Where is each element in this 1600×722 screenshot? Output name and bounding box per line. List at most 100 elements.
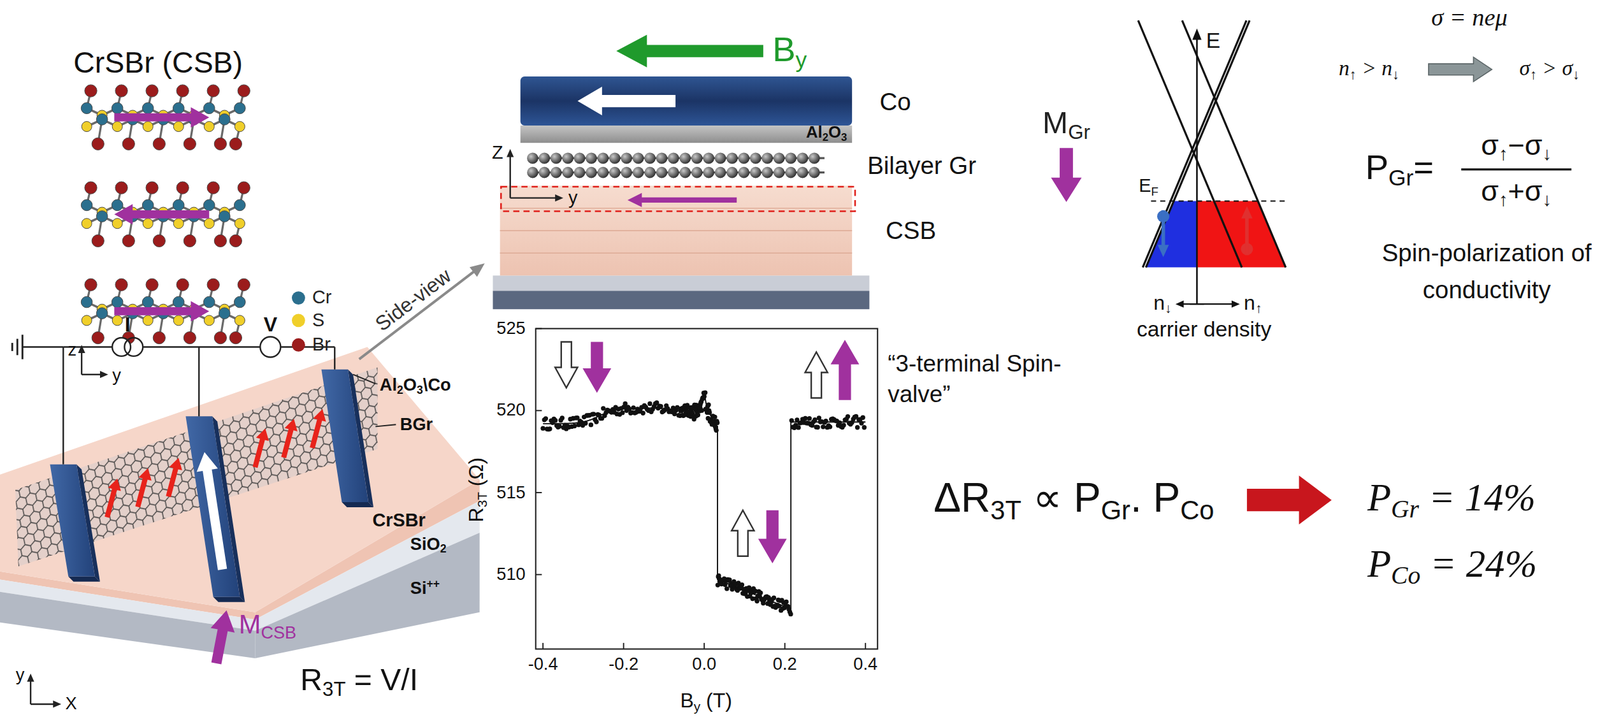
cobalt-electrode: [185, 416, 240, 597]
cobalt-state-arrow: [731, 510, 754, 557]
layer-label: Al2O3\Co: [379, 375, 452, 397]
crsbr-layer-part: [84, 278, 97, 291]
device-axes-part: [29, 680, 32, 705]
crsbr-layer-part: [122, 234, 135, 247]
data-point: [789, 418, 794, 423]
spin-valve-plot: [535, 328, 878, 650]
crsbr-layer-part: [115, 181, 128, 194]
band-diagram-part: [1245, 217, 1249, 255]
data-point: [593, 419, 599, 424]
data-point: [630, 405, 636, 410]
crsbr-layer-part: [80, 102, 93, 115]
graphene-row-part: [761, 166, 773, 179]
side-view-stack: [492, 34, 870, 310]
electrode-side: [341, 502, 374, 508]
graphene-row-part: [797, 166, 809, 179]
crsbr-layer-part: [173, 121, 184, 132]
plot-frame: [535, 328, 878, 650]
fermi-level-label: EF: [1138, 175, 1159, 199]
data-point: [706, 402, 711, 408]
graphene-row-part: [679, 152, 692, 164]
crsbr-layer-part: [96, 307, 108, 320]
axis-label: E: [1206, 28, 1221, 54]
crsbr-layer-part: [183, 137, 196, 150]
axis-label: y: [568, 187, 578, 209]
data-point: [823, 418, 828, 424]
axis-label: X: [64, 693, 77, 714]
crsbr-layer-part: [142, 315, 153, 326]
device-axes-part: [52, 700, 62, 708]
crsbr-layer-part: [145, 181, 159, 194]
dirac-cone-line: [1138, 20, 1242, 268]
graphene-row-part: [808, 166, 821, 179]
crsbr-layer-part: [219, 307, 231, 320]
graphene-row-part: [785, 166, 797, 179]
graphene-row-part: [656, 166, 668, 179]
substrate: [492, 275, 870, 291]
formula: R3T = V/I: [300, 662, 419, 701]
legend-text: S: [312, 309, 325, 332]
layer-label: CrSBr: [372, 509, 426, 531]
tick-mark: [623, 642, 625, 650]
fermi-level: [1150, 200, 1288, 202]
circuit-wire-part: [62, 346, 64, 464]
data-point: [712, 414, 717, 420]
side-view-axes-part: [554, 194, 564, 202]
crsbr-layer-part: [173, 218, 184, 229]
crsbr-layer-part: [84, 181, 97, 194]
layer-label: BGr: [400, 414, 433, 435]
crsbr-layer-part: [172, 296, 185, 308]
circuit-wire: [12, 334, 335, 464]
crsbr-layer-part: [229, 234, 242, 247]
layer-label: Si++: [410, 577, 440, 599]
crsbr-layer-part: [142, 218, 153, 229]
axis-title: R3T (Ω): [464, 457, 491, 523]
crsbr-layer-part: [183, 234, 196, 247]
crsbr-layer-part: [203, 102, 215, 115]
data-point: [845, 414, 851, 419]
crsbr-layer-part: [203, 218, 215, 229]
formula: PGr=: [1365, 147, 1434, 192]
graphene-row-part: [644, 166, 656, 179]
field-label: By: [772, 29, 807, 73]
data-point: [540, 425, 545, 431]
band-diagram-part: [1241, 205, 1253, 218]
graphene-row-part: [609, 152, 621, 164]
data-point: [758, 590, 763, 596]
crsbr-layer-part: [176, 84, 189, 97]
crsbr-layer-part: [234, 296, 246, 308]
graphene-row-part: [550, 166, 563, 179]
crsbr-layer-part: [203, 315, 215, 326]
device-axes: [26, 673, 62, 708]
legend-item: Cr: [291, 287, 332, 310]
tick-mark: [703, 642, 705, 650]
crsbr-layer-part: [214, 331, 227, 344]
result-value: PGr = 14%: [1367, 475, 1536, 525]
graphene-row-part: [632, 152, 645, 164]
crsbr-layer-part: [234, 199, 246, 211]
graphene-row-part: [620, 152, 633, 164]
crsbr-layer: [80, 278, 250, 344]
tick-label: 525: [496, 318, 526, 339]
graphene-row-part: [597, 152, 610, 164]
electrode-side: [68, 576, 101, 582]
tick-label: 0.2: [772, 654, 798, 675]
data-point: [788, 611, 793, 617]
graphene-row-part: [667, 152, 680, 164]
graphene-row-part: [714, 166, 727, 179]
data-point: [600, 405, 606, 411]
crsbr-layer-part: [237, 84, 250, 97]
side-view-axes-part: [509, 156, 512, 199]
data-point: [588, 422, 594, 427]
graphene-row-part: [539, 152, 551, 164]
device-axes-part: [26, 673, 34, 682]
circuit-wire-part: [21, 334, 24, 359]
crsbr-layer-part: [214, 234, 227, 247]
tick-mark: [535, 328, 543, 330]
crsbr-layer-part: [111, 199, 123, 211]
data-point: [820, 424, 826, 429]
cobalt-magnetization-arrow: [577, 86, 676, 116]
magnetization-label: MCSB: [238, 610, 297, 643]
arrow-label: Side-view: [370, 263, 456, 336]
crsbr-layer-part: [152, 331, 166, 344]
